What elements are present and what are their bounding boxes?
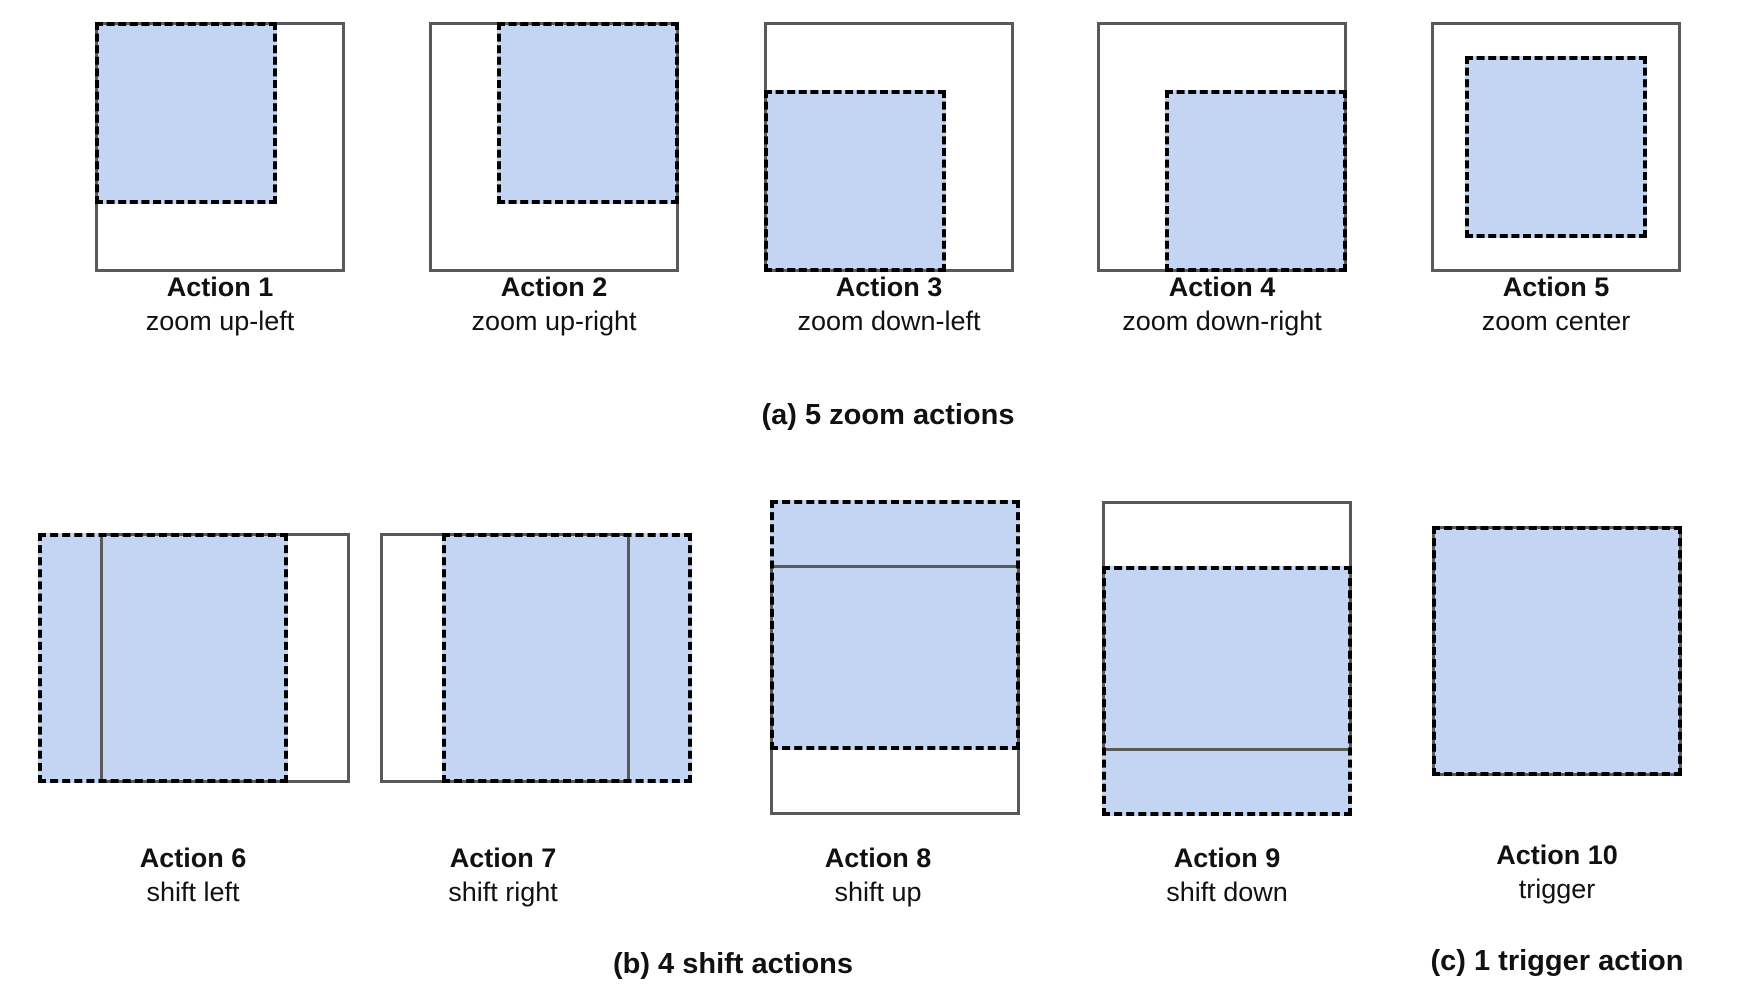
action-6-title: Action 6	[139, 843, 247, 873]
action-10-region-fill	[1432, 526, 1682, 776]
action-4-title: Action 4	[1168, 272, 1276, 302]
action-1-title: Action 1	[166, 272, 274, 302]
action-6-label: Action 6 shift left	[63, 841, 323, 909]
action-5-region-fill	[1465, 56, 1647, 238]
action-2-region-fill	[497, 22, 679, 204]
action-5-viewport-outline	[1431, 22, 1681, 272]
action-2-label: Action 2 zoom up-right	[424, 270, 684, 338]
action-1-region-fill	[95, 22, 277, 204]
action-5-title: Action 5	[1502, 272, 1610, 302]
action-6-subtitle: shift left	[146, 877, 240, 907]
action-8-title: Action 8	[824, 843, 932, 873]
action-7-region-fill	[442, 533, 692, 783]
action-3-subtitle: zoom down-left	[797, 306, 981, 336]
action-7-label: Action 7 shift right	[373, 841, 633, 909]
action-9-subtitle: shift down	[1166, 877, 1288, 907]
action-9-title: Action 9	[1173, 843, 1281, 873]
action-4-region-dashed	[1165, 90, 1347, 272]
action-8-label: Action 8 shift up	[748, 841, 1008, 909]
action-9-label: Action 9 shift down	[1097, 841, 1357, 909]
action-6-region-fill	[38, 533, 288, 783]
action-5-region-dashed	[1465, 56, 1647, 238]
action-5-subtitle: zoom center	[1481, 306, 1631, 336]
action-3-region-dashed	[764, 90, 946, 272]
action-2-title: Action 2	[500, 272, 608, 302]
action-4-subtitle: zoom down-right	[1122, 306, 1322, 336]
action-10-label: Action 10 trigger	[1427, 838, 1687, 906]
zoom-actions-caption: (a) 5 zoom actions	[761, 399, 1015, 431]
action-4-region-fill	[1165, 90, 1347, 272]
action-6-region-dashed	[38, 533, 288, 783]
action-8-region-fill	[770, 500, 1020, 750]
action-9-region-dashed	[1102, 566, 1352, 816]
action-10-title: Action 10	[1496, 840, 1618, 870]
shift-actions-caption: (b) 4 shift actions	[612, 948, 854, 980]
action-7-title: Action 7	[449, 843, 557, 873]
action-1-region-dashed	[95, 22, 277, 204]
action-8-subtitle: shift up	[834, 877, 922, 907]
action-3-title: Action 3	[835, 272, 943, 302]
action-2-subtitle: zoom up-right	[471, 306, 637, 336]
action-10-subtitle: trigger	[1518, 874, 1596, 904]
action-9-region-fill	[1102, 566, 1352, 816]
action-7-region-dashed	[442, 533, 692, 783]
action-2-region-dashed	[497, 22, 679, 204]
action-10-region-dashed	[1432, 526, 1682, 776]
action-3-region-fill	[764, 90, 946, 272]
action-5-label: Action 5 zoom center	[1426, 270, 1686, 338]
action-8-region-dashed	[770, 500, 1020, 750]
action-7-subtitle: shift right	[448, 877, 558, 907]
action-1-subtitle: zoom up-left	[145, 306, 295, 336]
action-3-label: Action 3 zoom down-left	[759, 270, 1019, 338]
action-1-label: Action 1 zoom up-left	[90, 270, 350, 338]
action-4-label: Action 4 zoom down-right	[1092, 270, 1352, 338]
trigger-action-caption: (c) 1 trigger action	[1430, 945, 1684, 977]
